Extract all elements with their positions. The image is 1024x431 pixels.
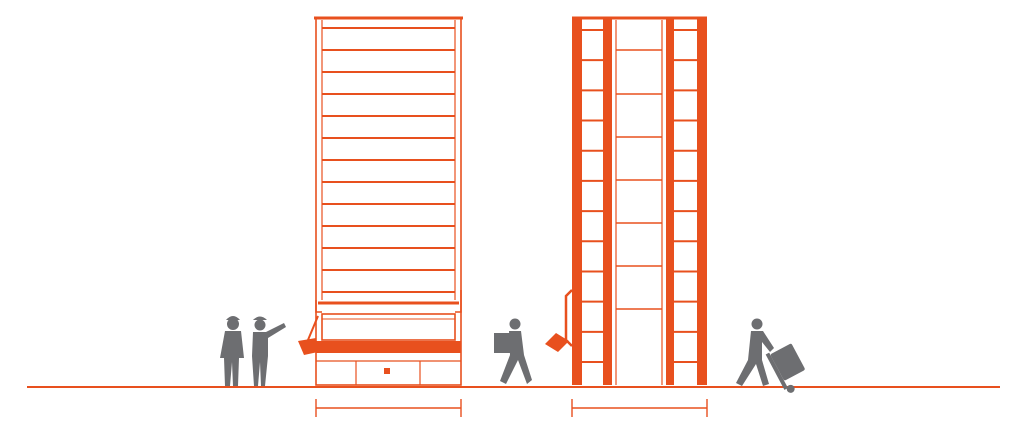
side-control-arm bbox=[564, 289, 573, 347]
front-width-dimension bbox=[315, 399, 462, 417]
opening-side-bracket-right bbox=[455, 290, 462, 313]
opening-tray bbox=[321, 313, 456, 341]
front-view bbox=[298, 16, 463, 386]
side-depth-dimension bbox=[571, 399, 708, 417]
base-lock-square bbox=[384, 368, 390, 374]
front-view-trays bbox=[322, 27, 455, 293]
side-ladder-rungs bbox=[582, 29, 697, 363]
access-opening bbox=[298, 290, 462, 355]
opening-side-bracket-left bbox=[315, 300, 322, 313]
control-panel-screen bbox=[298, 338, 318, 355]
side-right-inner-post bbox=[666, 17, 674, 385]
side-left-inner-post bbox=[603, 17, 612, 385]
side-right-post bbox=[697, 17, 707, 385]
worker-hardhat-icon bbox=[220, 316, 244, 386]
base-cabinet bbox=[316, 360, 461, 385]
person-carrying-box-icon bbox=[494, 318, 532, 384]
side-left-post bbox=[572, 17, 582, 385]
side-lift-column-rungs bbox=[616, 49, 662, 310]
front-view-frame bbox=[315, 17, 462, 386]
side-control-screen bbox=[545, 333, 569, 352]
worker-pointing-icon bbox=[252, 316, 286, 386]
person-pushing-hand-truck-icon bbox=[736, 318, 805, 393]
work-counter bbox=[316, 341, 461, 353]
side-view bbox=[545, 16, 707, 385]
